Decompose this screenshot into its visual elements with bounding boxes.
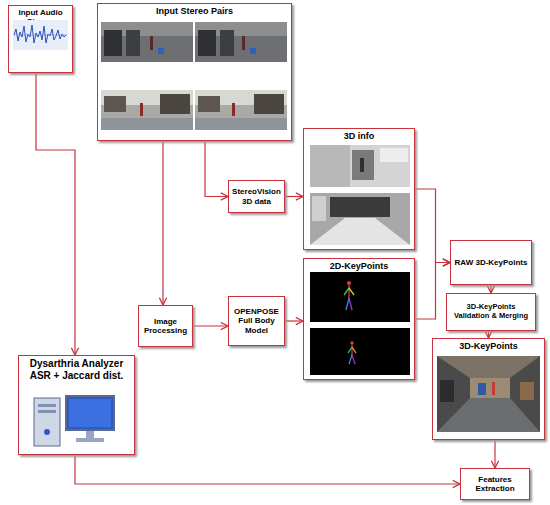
flow-arrow (75, 455, 460, 484)
flow-arrow (36, 73, 75, 355)
box-label: Input Stereo Pairs (156, 6, 233, 16)
flow-arrow (285, 320, 303, 321)
box-label: 3D-KeyPoints Validation & Merging (449, 303, 533, 320)
box-label: 3D info (344, 131, 375, 141)
flow-arrow (162, 141, 163, 305)
box-label: 3D-KeyPoints (459, 341, 518, 351)
flow-arrow (285, 196, 303, 197)
process-box: 3D info (303, 128, 415, 250)
process-box: Dysarthria Analyzer ASR + Jaccard dist. (18, 355, 135, 455)
process-box: 3D-KeyPoints (432, 338, 545, 440)
box-label: Features Extraction (463, 475, 527, 493)
flow-arrow (488, 331, 489, 338)
process-box: 3D-KeyPoints Validation & Merging (446, 293, 536, 331)
process-box: StereoVision 3D data (228, 180, 285, 213)
box-label: Input Audio Stream (11, 8, 70, 26)
process-box: Image Processing (138, 305, 193, 347)
box-label: OPENPOSE Full Body Model (231, 307, 282, 335)
flow-arrow (415, 189, 450, 263)
box-label: Dysarthria Analyzer ASR + Jaccard dist. (21, 358, 132, 381)
flow-arrow (415, 263, 450, 320)
flow-arrow (205, 141, 228, 197)
process-box: Input Stereo Pairs (97, 3, 292, 141)
process-box: Features Extraction (460, 468, 530, 500)
flow-arrow (490, 285, 491, 293)
box-label: StereoVision 3D data (231, 187, 282, 205)
box-label: RAW 3D-KeyPoints (455, 258, 528, 267)
process-box: RAW 3D-KeyPoints (450, 240, 532, 285)
flow-arrow (494, 440, 495, 468)
flow-arrow (193, 325, 228, 326)
process-box: 2D-KeyPoints (303, 258, 415, 380)
box-label: Image Processing (141, 317, 190, 335)
process-box: OPENPOSE Full Body Model (228, 296, 285, 346)
process-box: Input Audio Stream (8, 5, 73, 73)
box-label: 2D-KeyPoints (330, 261, 389, 271)
